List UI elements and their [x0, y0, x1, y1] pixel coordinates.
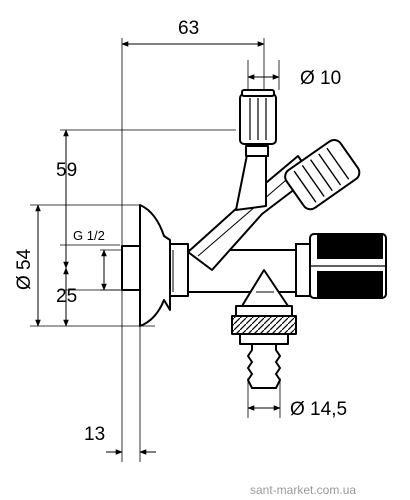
dim-width-top: 63 — [178, 18, 199, 39]
dim-flange-diameter: Ø 54 — [14, 248, 35, 290]
top-outlet-nut — [239, 89, 277, 157]
watermark: sant-market.com.ua — [250, 483, 356, 497]
thread-stub — [121, 245, 141, 291]
dim-height-upper: 59 — [56, 160, 77, 181]
dim-height-lower: 25 — [56, 286, 77, 307]
dimension-lines — [35, 41, 281, 455]
dim-thread: G 1/2 — [73, 228, 105, 243]
dim-wall-offset: 13 — [84, 424, 105, 445]
lower-outlet — [231, 269, 297, 389]
upper-valve-knob — [284, 138, 361, 211]
knurled-nut — [231, 315, 297, 335]
valve-body — [121, 149, 313, 327]
dim-hose-nozzle-diameter: Ø 14,5 — [290, 399, 347, 420]
right-valve-knob — [295, 233, 387, 299]
wall-rosette — [139, 204, 171, 327]
extension-lines — [30, 38, 281, 462]
dim-hose-outlet-diameter: Ø 10 — [300, 68, 341, 89]
hose-nozzle — [247, 343, 281, 389]
vertical-arm — [235, 149, 267, 211]
